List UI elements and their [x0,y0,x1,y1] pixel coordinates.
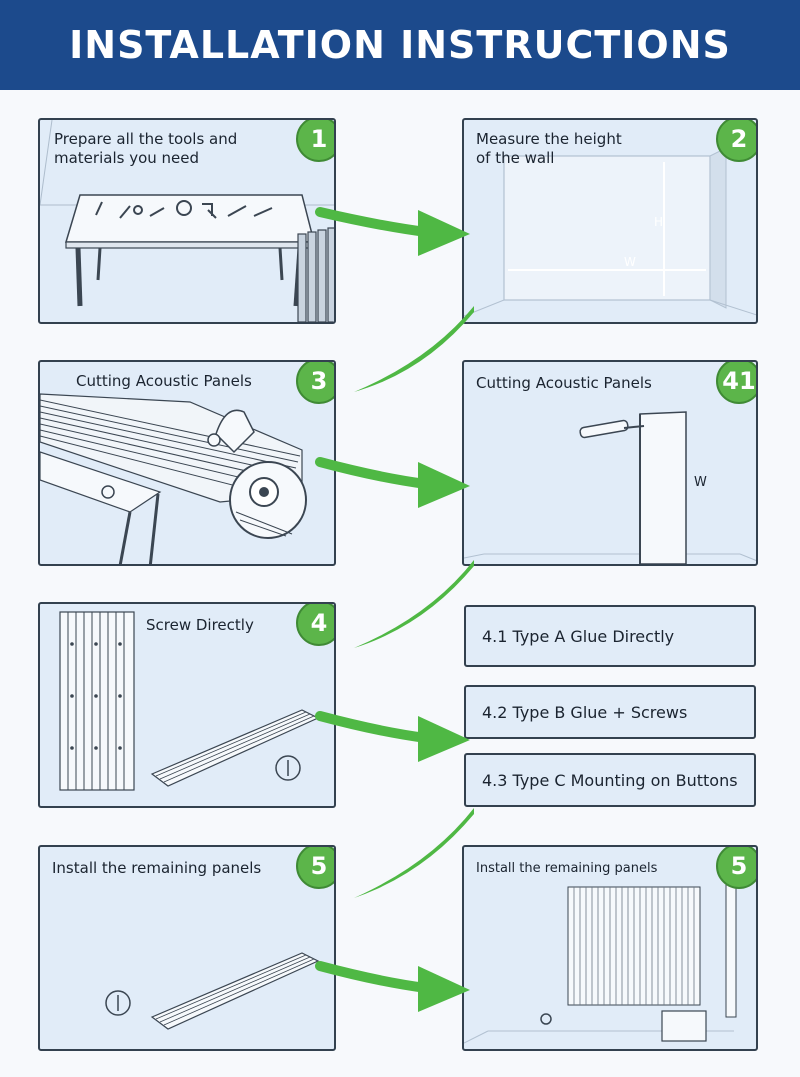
step-4-caption: Screw Directly [146,616,254,634]
option-type-a-label: 4.1 Type A Glue Directly [482,626,675,646]
arrow-options-to-5 [354,808,474,898]
step-3-caption: Cutting Acoustic Panels [76,372,252,390]
step-1-caption-line2: materials you need [54,149,200,167]
step-5-right-panel: Install the remaining panels 5 [462,845,758,1051]
step-3-panel: Cutting Acoustic Panels 3 [38,360,336,566]
remaining-panels-illustration [105,952,320,1030]
option-type-c: 4.3 Type C Mounting on Buttons [464,753,756,807]
step-2-badge: 2 [716,120,756,162]
step-41-caption: Cutting Acoustic Panels [476,374,652,392]
step-2-panel: H W Measure the height of the wall 2 [462,118,758,324]
step-5-right-badge: 5 [716,847,756,889]
page-title: INSTALLATION INSTRUCTIONS [69,23,731,67]
mark-width-illustration: W [464,411,756,564]
step-1-badge: 1 [296,120,334,162]
wall-measure-illustration: H W [464,147,756,317]
step-4-badge: 4 [296,604,334,646]
step-2-caption-line1: Measure the height [476,130,622,148]
arrow-5-to-5 [315,961,470,1012]
arrow-1-to-2 [315,207,470,256]
step-41-panel: W Cutting Acoustic Panels 41 [462,360,758,566]
width-mark-label: W [694,475,707,490]
arrow-2-to-3 [354,306,474,392]
arrow-3-to-41 [315,457,470,508]
step-1-caption-line1: Prepare all the tools and [54,130,238,148]
arrow-41-to-4 [354,560,474,648]
option-type-b-label: 4.2 Type B Glue + Screws [482,702,688,722]
step-5-right-caption: Install the remaining panels [476,861,658,876]
step-3-badge: 3 [296,362,334,404]
step-5-left-panel: Install the remaining panels 5 [38,845,336,1051]
arrow-4-to-options [315,711,470,762]
tools-table-illustration [40,120,334,322]
width-label: W [624,255,636,269]
arrowhead [418,716,470,762]
option-type-a: 4.1 Type A Glue Directly [464,605,756,667]
screw-panel-illustration [59,611,320,791]
step-41-badge: 41 [716,362,756,404]
option-type-b: 4.2 Type B Glue + Screws [464,685,756,739]
step-5-left-badge: 5 [296,847,334,889]
option-type-c-label: 4.3 Type C Mounting on Buttons [482,770,738,790]
finished-wall-illustration [464,884,737,1044]
step-5-left-caption: Install the remaining panels [52,859,262,877]
step-2-caption-line2: of the wall [476,149,555,167]
step-4-panel: Screw Directly 4 [38,602,336,808]
header-banner: INSTALLATION INSTRUCTIONS [0,0,800,90]
step-1-panel: Prepare all the tools and materials you … [38,118,336,324]
height-label: H [654,215,663,229]
cutting-panels-illustration [40,393,307,564]
